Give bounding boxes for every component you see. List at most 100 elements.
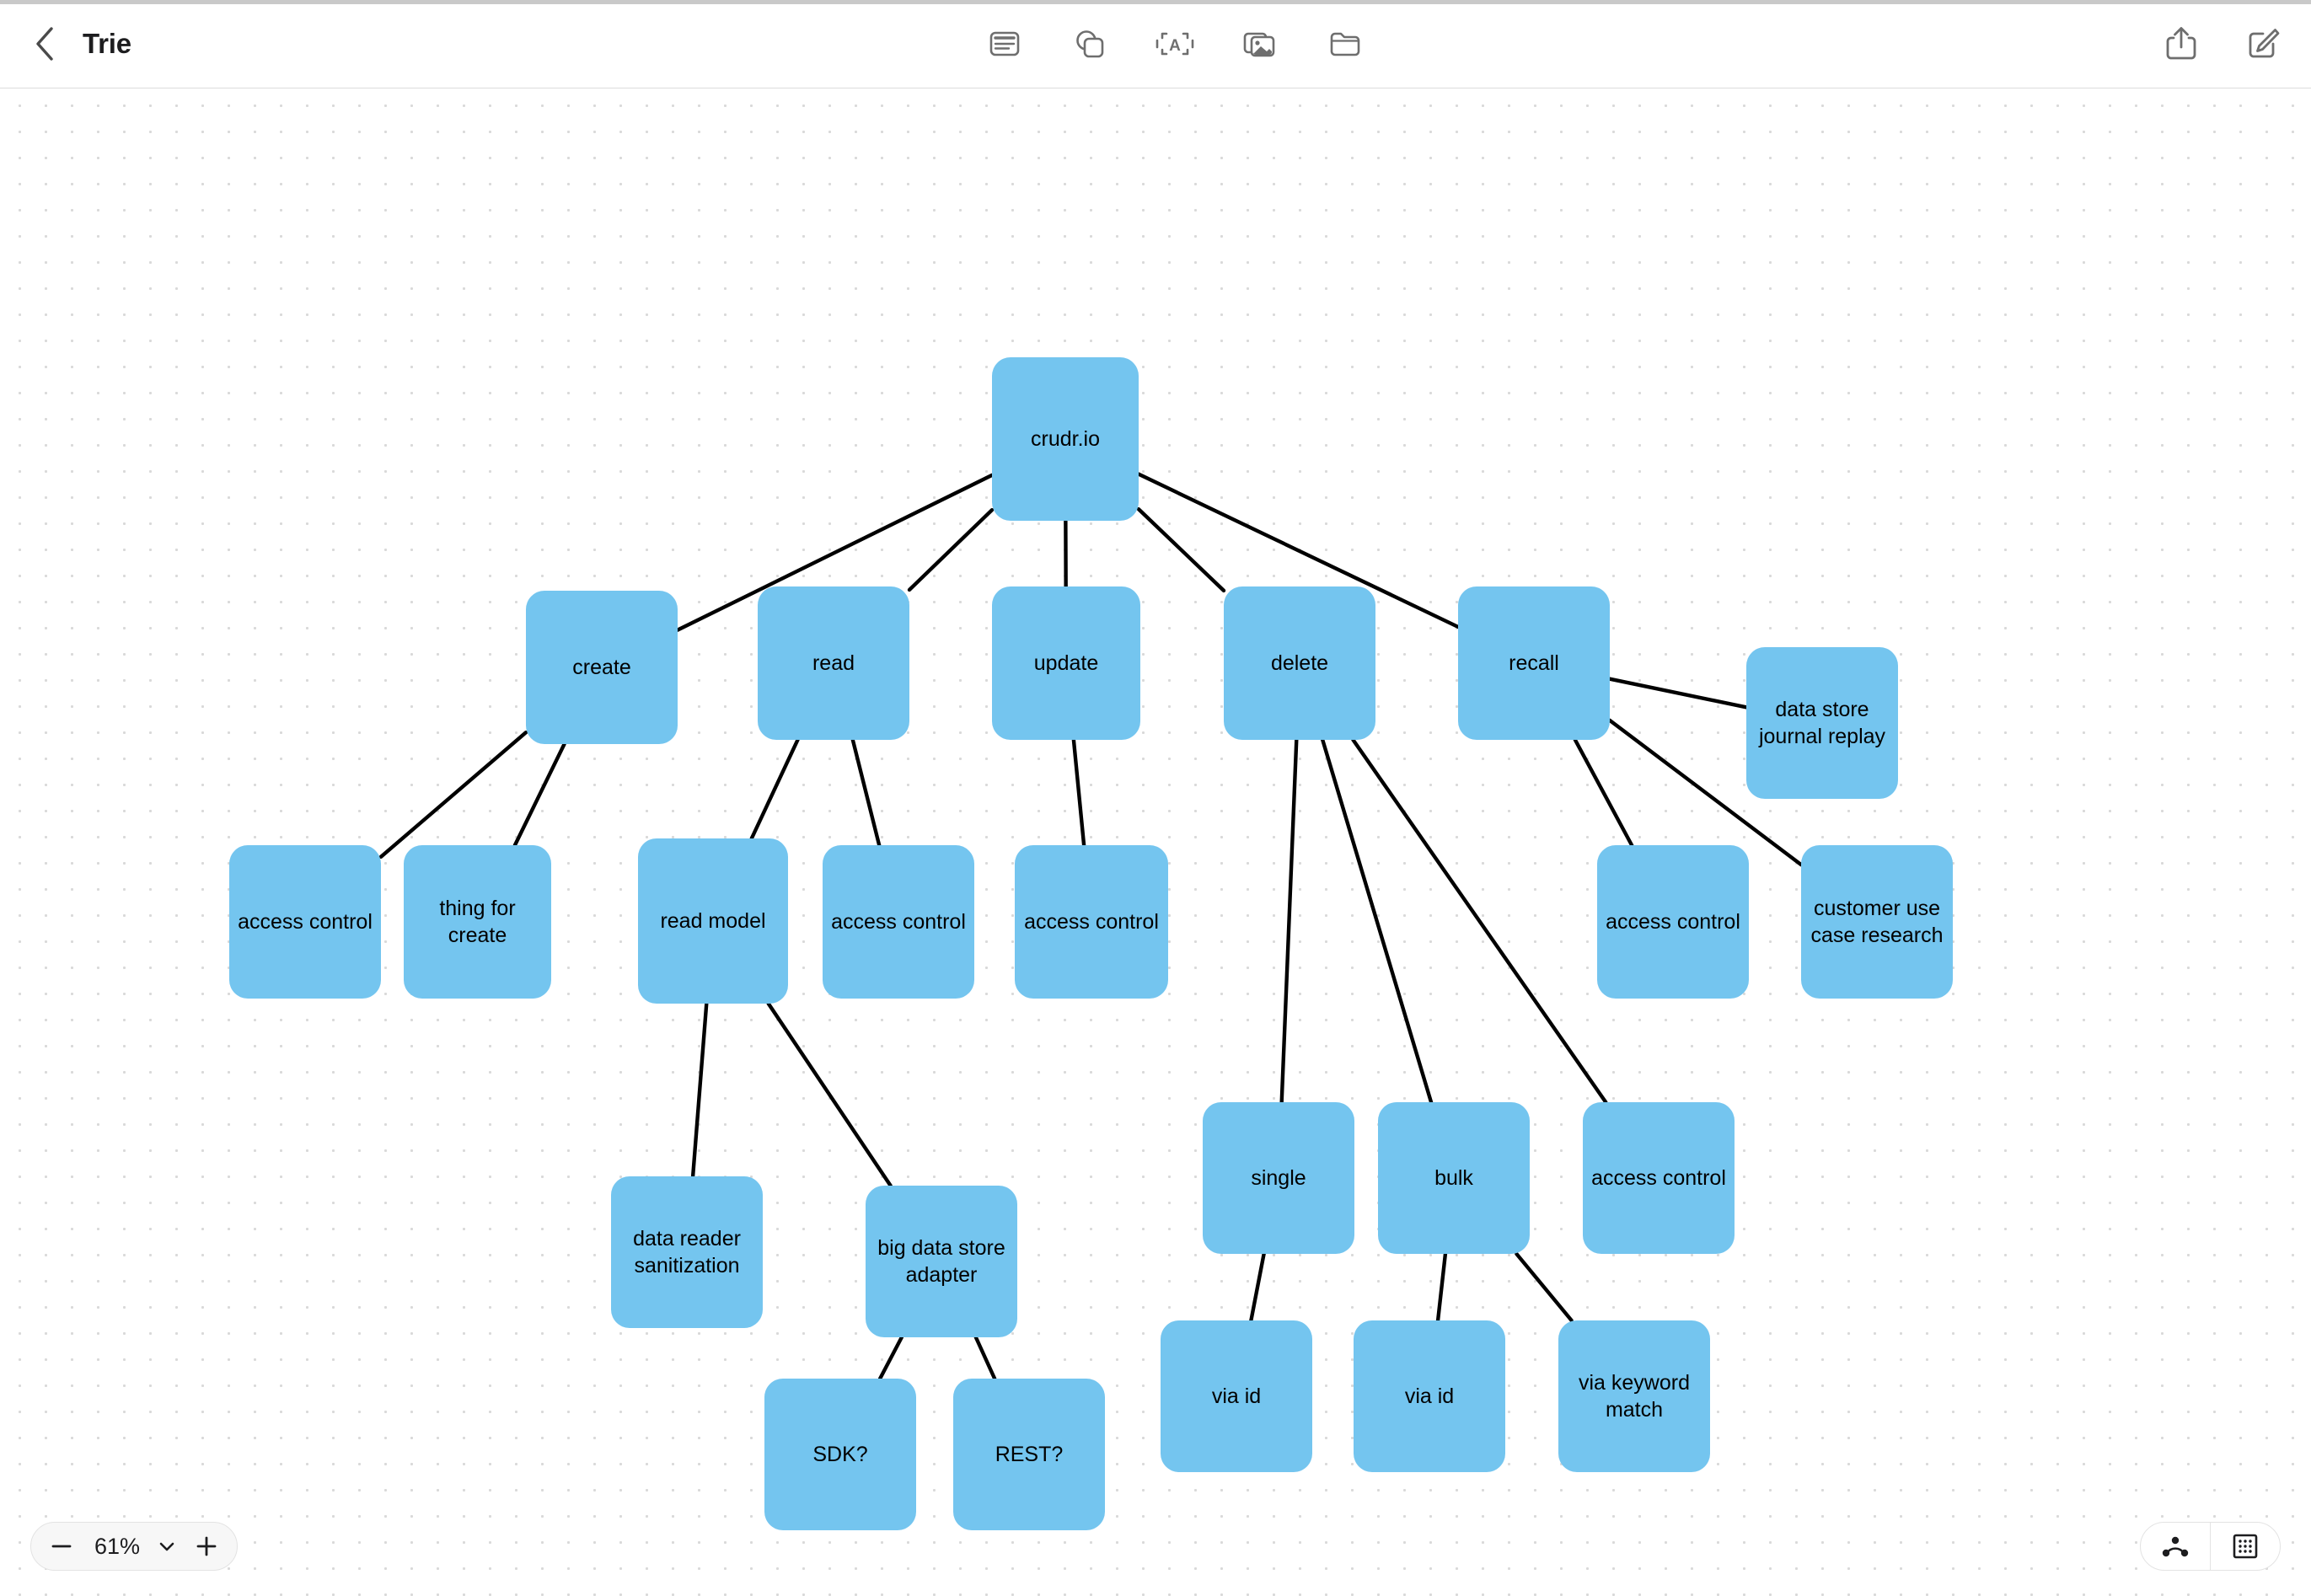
- diagram-edge[interactable]: [675, 473, 995, 632]
- diagram-node-label: bulk: [1434, 1166, 1473, 1190]
- minus-icon: [51, 1545, 72, 1548]
- diagram-node[interactable]: thing for create: [404, 845, 551, 999]
- zoom-in-button[interactable]: [185, 1524, 228, 1568]
- diagram-node[interactable]: via keyword match: [1558, 1320, 1710, 1472]
- center-tool-group: A: [982, 21, 1368, 67]
- diagram-node-label: customer use case research: [1810, 897, 1944, 947]
- shapes-icon: [1076, 30, 1104, 58]
- grid-toggle-button[interactable]: [2211, 1523, 2280, 1570]
- compose-edit-button[interactable]: [2240, 21, 2286, 67]
- diagram-node-label: via keyword match: [1579, 1371, 1690, 1422]
- diagram-edge[interactable]: [512, 742, 566, 848]
- diagram-node[interactable]: via id: [1161, 1320, 1312, 1472]
- edge-layer: [378, 472, 1804, 1381]
- media-image-button[interactable]: [1237, 21, 1283, 67]
- diagram-canvas[interactable]: crudr.io create read update delete recall data…: [0, 88, 2311, 1596]
- diagram-edge[interactable]: [1607, 718, 1804, 867]
- diagram-node-label: REST?: [995, 1443, 1064, 1466]
- svg-text:A: A: [1169, 37, 1181, 55]
- diagram-node[interactable]: read: [758, 586, 909, 740]
- back-button[interactable]: [25, 24, 66, 64]
- note-card-icon: [989, 31, 1020, 56]
- folder-icon: [1330, 32, 1360, 56]
- view-control-divider: [2210, 1523, 2211, 1570]
- diagram-node[interactable]: access control: [229, 845, 381, 999]
- diagram-edge[interactable]: [1136, 472, 1461, 629]
- shapes-button[interactable]: [1067, 21, 1113, 67]
- diagram-edge[interactable]: [907, 507, 995, 592]
- diagram-node-label: access control: [831, 910, 966, 934]
- diagram-node[interactable]: update: [992, 586, 1140, 740]
- diagram-node-label: via id: [1404, 1384, 1455, 1408]
- diagram-edge[interactable]: [877, 1335, 904, 1381]
- top-toolbar: Trie A: [0, 0, 2311, 88]
- diagram-edge[interactable]: [1279, 737, 1299, 1105]
- share-button[interactable]: [2158, 21, 2204, 67]
- diagram-node[interactable]: access control: [1583, 1102, 1735, 1254]
- zoom-control: 61%: [30, 1522, 238, 1571]
- diagram-edge[interactable]: [766, 1001, 893, 1188]
- diagram-edge[interactable]: [850, 737, 882, 848]
- note-card-button[interactable]: [982, 21, 1027, 67]
- diagram-node[interactable]: delete: [1224, 586, 1375, 740]
- diagram-node[interactable]: access control: [823, 845, 974, 999]
- diagram-node[interactable]: via id: [1354, 1320, 1505, 1472]
- diagram-node[interactable]: REST?: [953, 1379, 1105, 1530]
- diagram-edge[interactable]: [1071, 737, 1086, 848]
- diagram-edge[interactable]: [973, 1335, 997, 1381]
- diagram-node[interactable]: create: [526, 591, 678, 744]
- view-control: [2140, 1522, 2281, 1571]
- diagram-edge[interactable]: [690, 1001, 709, 1179]
- diagram-node-label: create: [572, 656, 631, 679]
- folder-button[interactable]: [1322, 21, 1368, 67]
- diagram-node-label: access control: [238, 910, 373, 934]
- diagram-node-label: access control: [1606, 910, 1740, 934]
- diagram-node[interactable]: read model: [638, 838, 788, 1004]
- plus-icon: [196, 1536, 217, 1556]
- text-box-button[interactable]: A: [1152, 21, 1198, 67]
- diagram-node[interactable]: access control: [1597, 845, 1749, 999]
- diagram-edge[interactable]: [1515, 1251, 1574, 1323]
- chevron-left-icon: [36, 27, 53, 61]
- diagram-node[interactable]: SDK?: [764, 1379, 916, 1530]
- diagram-node[interactable]: access control: [1015, 845, 1168, 999]
- diagram-node-label: big data store adapter: [877, 1236, 1005, 1287]
- diagram-edge[interactable]: [1321, 737, 1434, 1105]
- diagram-node-label: delete: [1270, 651, 1329, 675]
- diagram-node-label: data reader sanitization: [633, 1227, 741, 1277]
- diagram-node-label: data store journal replay: [1758, 698, 1886, 748]
- diagram-edge[interactable]: [1249, 1251, 1266, 1323]
- compose-edit-icon: [2249, 29, 2280, 58]
- diagram-node[interactable]: big data store adapter: [866, 1186, 1017, 1337]
- diagram-node-label: recall: [1509, 651, 1559, 675]
- diagram-edge[interactable]: [1435, 1251, 1448, 1323]
- diagram-node-label: access control: [1591, 1166, 1726, 1190]
- diagram-node[interactable]: customer use case research: [1801, 845, 1953, 999]
- diagram-node-label: read model: [660, 909, 766, 933]
- diagram-edge[interactable]: [378, 731, 528, 859]
- grid-dots-icon: [2233, 1534, 2258, 1559]
- diagram-node[interactable]: crudr.io: [992, 357, 1139, 521]
- diagram-node[interactable]: data reader sanitization: [611, 1176, 763, 1328]
- zoom-preset-dropdown[interactable]: [151, 1524, 183, 1568]
- diagram-node-label: crudr.io: [1031, 427, 1100, 451]
- diagram-node[interactable]: data store journal replay: [1746, 647, 1898, 799]
- diagram-node[interactable]: recall: [1458, 586, 1610, 740]
- document-title: Trie: [83, 28, 131, 59]
- diagram-edge[interactable]: [1573, 737, 1634, 848]
- mind-map-layout-button[interactable]: [2141, 1523, 2210, 1570]
- zoom-level-value[interactable]: 61%: [94, 1533, 141, 1559]
- diagram-node-label: access control: [1024, 910, 1159, 934]
- mind-map-layout-icon: [2162, 1536, 2189, 1557]
- diagram-edge[interactable]: [749, 737, 800, 841]
- diagram-node[interactable]: single: [1203, 1102, 1354, 1254]
- right-tool-group: [2158, 21, 2286, 67]
- diagram-node-label: thing for create: [439, 897, 516, 947]
- diagram-node-label: update: [1033, 651, 1099, 675]
- zoom-out-button[interactable]: [40, 1524, 83, 1568]
- diagram-edge[interactable]: [1136, 507, 1226, 593]
- diagram-edge[interactable]: [1351, 737, 1608, 1105]
- diagram-edge[interactable]: [1607, 677, 1749, 710]
- diagram-node[interactable]: bulk: [1378, 1102, 1530, 1254]
